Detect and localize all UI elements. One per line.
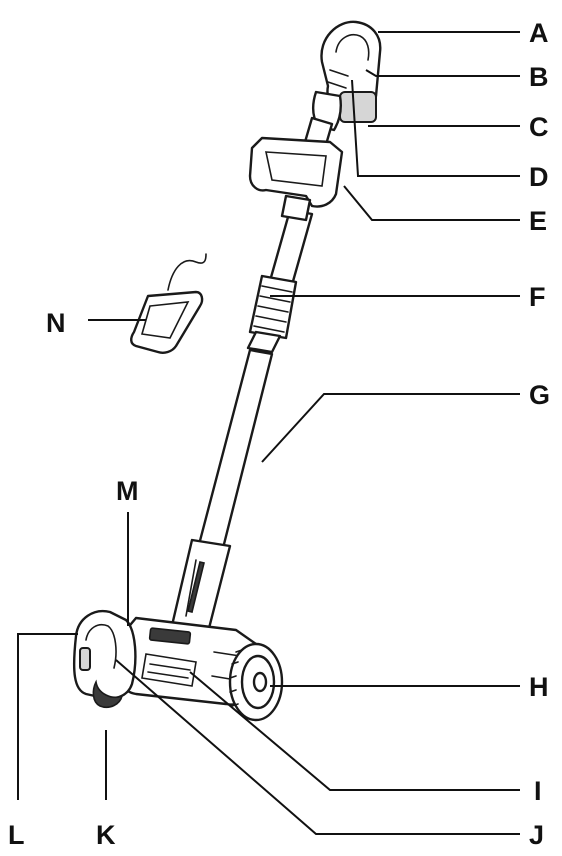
leader-E: [344, 186, 520, 220]
lower-shaft: [196, 350, 272, 560]
hub-window: [80, 648, 90, 670]
callout-F: F: [529, 282, 546, 312]
callout-J: J: [529, 820, 544, 850]
charger: [131, 254, 206, 353]
brush-hub: [74, 611, 135, 707]
callout-C: C: [529, 112, 549, 142]
trigger-switch: [340, 92, 376, 122]
callout-L: L: [8, 820, 25, 850]
callout-H: H: [529, 672, 549, 702]
callout-B: B: [529, 62, 549, 92]
leader-G: [262, 394, 520, 462]
top-handle: [313, 22, 380, 130]
callout-E: E: [529, 206, 547, 236]
leader-B: [366, 70, 520, 76]
telescopic-collar: [248, 276, 296, 352]
callout-G: G: [529, 380, 550, 410]
callout-A: A: [529, 18, 549, 48]
callout-K: K: [96, 820, 116, 850]
wheel: [230, 644, 282, 720]
callout-M: M: [116, 476, 139, 506]
auxiliary-handle: [250, 138, 342, 207]
callout-D: D: [529, 162, 549, 192]
leader-L: [18, 634, 78, 800]
callout-N: N: [46, 308, 66, 338]
callout-I: I: [534, 776, 542, 806]
